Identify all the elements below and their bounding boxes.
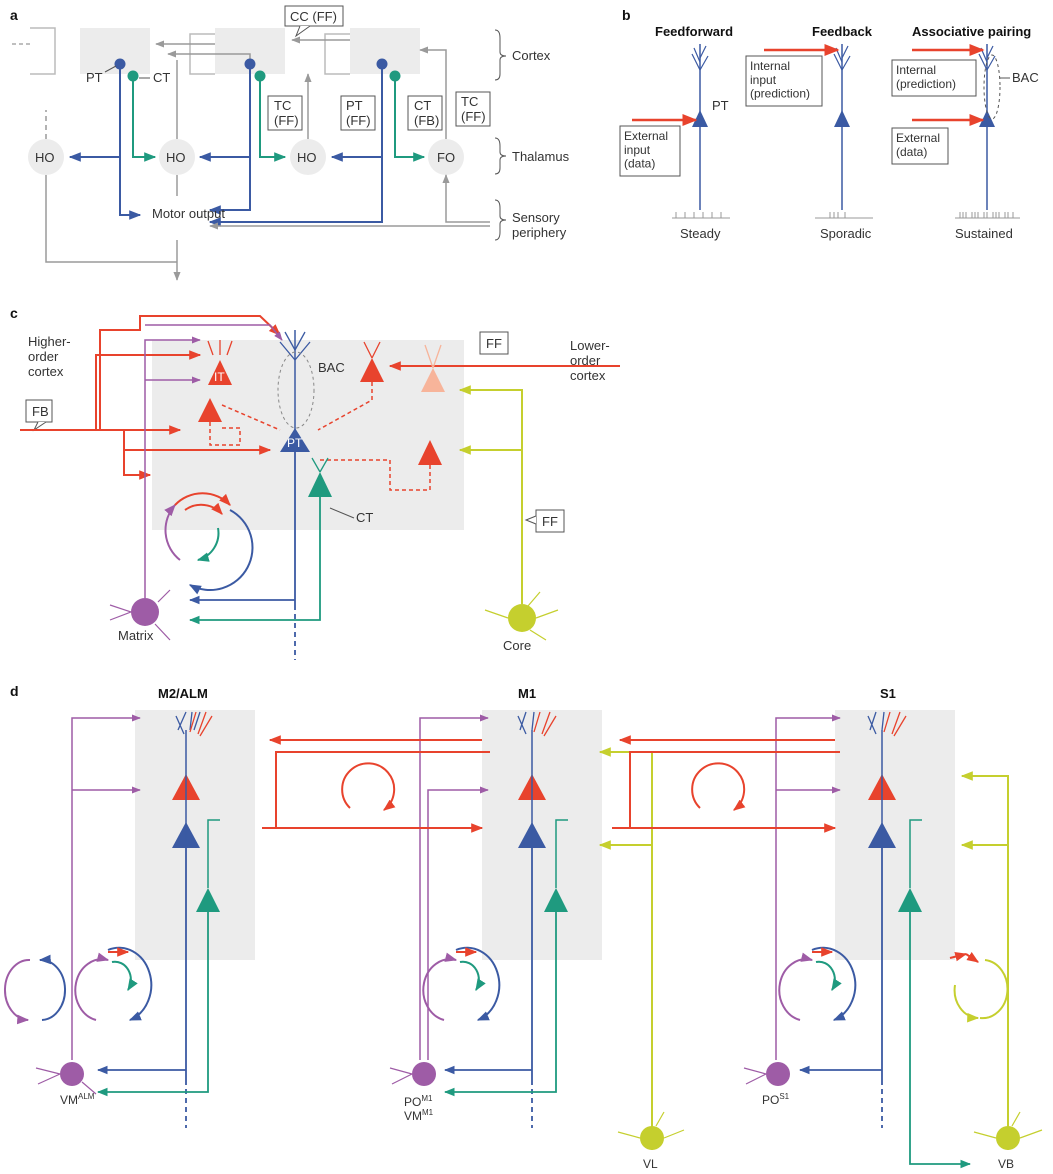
ct-soma-a1 <box>128 71 139 82</box>
tc-ff-callout-1: TC(FF) <box>268 96 302 130</box>
ct-fb-callout: CT(FB) <box>408 96 442 130</box>
m1-title: M1 <box>518 686 536 701</box>
fo-label: FO <box>437 150 455 165</box>
po-vm-m1-cell: POM1 VMM1 <box>390 1062 436 1123</box>
svg-text:FF: FF <box>542 514 558 529</box>
column-s1 <box>835 710 955 960</box>
panel-a-label: a <box>10 7 18 23</box>
ho-label-3: HO <box>297 150 317 165</box>
vm-alm-cell: VMALM <box>36 1062 96 1107</box>
feedforward-title: Feedforward <box>655 24 733 39</box>
svg-text:PT: PT <box>712 98 729 113</box>
pt-neuron-associative: BAC <box>979 44 1039 210</box>
ct-soma-a2 <box>255 71 266 82</box>
svg-text:IT: IT <box>214 370 225 384</box>
pt-soma-a3 <box>377 59 388 70</box>
svg-text:VMM1: VMM1 <box>404 1108 434 1123</box>
matrix-cell: Matrix <box>110 590 170 643</box>
ff-callout-c: FF <box>480 332 508 354</box>
cortex-column-c <box>152 340 464 530</box>
svg-text:PT: PT <box>287 436 303 450</box>
s1-title: S1 <box>880 686 896 701</box>
svg-text:POM1: POM1 <box>404 1094 433 1109</box>
svg-text:VL: VL <box>643 1157 658 1171</box>
panel-b: b Feedforward Feedback Associative pairi… <box>620 7 1039 241</box>
bac-label-c: BAC <box>318 360 345 375</box>
svg-text:VB: VB <box>998 1157 1014 1171</box>
pt-soma-a2 <box>245 59 256 70</box>
ff-callout-c2: FF <box>526 510 564 532</box>
core-label: Core <box>503 638 531 653</box>
pt-soma-a1 <box>115 59 126 70</box>
pt-label-a: PT <box>86 70 103 85</box>
associative-title: Associative pairing <box>912 24 1031 39</box>
svg-text:CC (FF): CC (FF) <box>290 9 337 24</box>
column-m2alm <box>135 710 255 960</box>
pt-neuron-feedforward: PT <box>692 44 729 210</box>
svg-text:VMALM: VMALM <box>60 1092 95 1107</box>
sporadic-label: Sporadic <box>820 226 872 241</box>
thalamus-label: Thalamus <box>512 149 570 164</box>
cortex-label: Cortex <box>512 48 551 63</box>
steady-label: Steady <box>680 226 721 241</box>
matrix-label: Matrix <box>118 628 154 643</box>
panel-a: a PT CT HO HO HO FO <box>10 6 570 280</box>
feedback-title: Feedback <box>812 24 873 39</box>
ho-label-1: HO <box>35 150 55 165</box>
pt-ff-callout: PT(FF) <box>341 96 375 130</box>
pt-neuron-feedback <box>834 44 850 210</box>
motor-output-label-1: Motor output <box>152 206 225 221</box>
svg-text:FB: FB <box>32 404 49 419</box>
ct-label-a: CT <box>153 70 170 85</box>
ct-soma-a3 <box>390 71 401 82</box>
panel-c-label: c <box>10 305 18 321</box>
tc-ff-callout-2: TC(FF) <box>456 92 490 126</box>
fb-callout: FB <box>26 400 52 430</box>
panel-d: d M2/ALM M1 S1 <box>5 683 1042 1171</box>
panel-b-label: b <box>622 7 631 23</box>
spike-train-steady <box>672 212 730 218</box>
panel-d-label: d <box>10 683 19 699</box>
svg-text:POS1: POS1 <box>762 1092 790 1107</box>
cc-ff-callout: CC (FF) <box>285 6 343 36</box>
svg-text:BAC: BAC <box>1012 70 1039 85</box>
svg-text:FF: FF <box>486 336 502 351</box>
ho-label-2: HO <box>166 150 186 165</box>
po-s1-cell: POS1 <box>744 1062 790 1107</box>
column-m1 <box>482 710 602 960</box>
spike-train-sustained <box>955 212 1020 218</box>
sustained-label: Sustained <box>955 226 1013 241</box>
spike-train-sporadic <box>815 212 873 218</box>
ct-label-c: CT <box>356 510 373 525</box>
m2alm-title: M2/ALM <box>158 686 208 701</box>
